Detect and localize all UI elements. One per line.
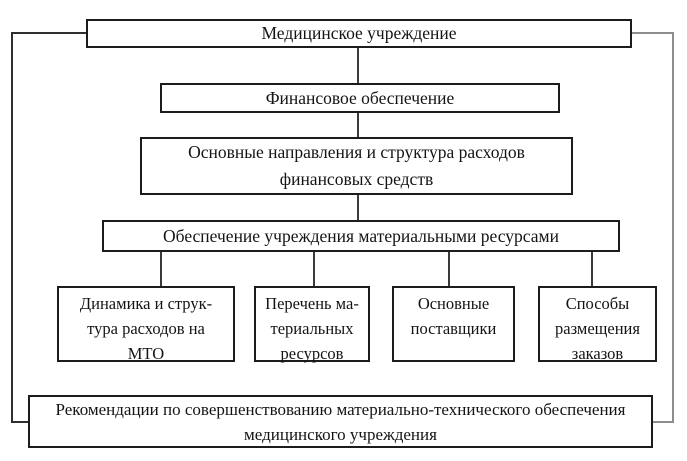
connector-left-vertical [11,32,13,423]
node-financial-provision: Финансовое обеспечение [160,83,560,113]
node-material-resources-provision: Обеспечение учреждения материальными рес… [102,220,620,252]
connector-finance-to-directions [357,113,359,137]
connector-right-bottom-horizontal [652,421,674,423]
node-material-resources-list-label: Перечень ма- териальных ресурсов [265,294,359,363]
node-mto-expense-dynamics: Динамика и струк- тура расходов на МТО [57,286,235,363]
connector-provision-to-orders [591,252,593,286]
connector-provision-to-suppliers [448,252,450,286]
connector-provision-to-dynamics [160,252,162,286]
node-material-resources-list: Перечень ма- териальных ресурсов [254,286,370,363]
connector-provision-to-list [313,252,315,286]
node-recommendations-label: Рекомендации по совершенствованию матери… [55,399,626,444]
node-main-suppliers-label: Основные поставщики [410,294,497,338]
connector-directions-to-provision [357,195,359,220]
node-order-placement-methods: Способы размещения заказов [538,286,657,363]
node-expense-directions-label: Основные направления и структура расходо… [188,142,525,189]
node-material-resources-provision-label: Обеспечение учреждения материальными рес… [163,225,559,246]
node-medical-institution-label: Медицинское учреждение [261,23,457,43]
node-medical-institution: Медицинское учреждение [86,19,632,48]
node-mto-expense-dynamics-label: Динамика и струк- тура расходов на МТО [79,294,213,363]
node-recommendations: Рекомендации по совершенствованию матери… [28,395,653,448]
connector-root-to-finance [357,48,359,83]
connector-left-bottom-horizontal [11,421,29,423]
connector-right-top-horizontal [631,32,674,34]
connector-left-top-horizontal [11,32,87,34]
node-expense-directions: Основные направления и структура расходо… [140,137,573,195]
node-main-suppliers: Основные поставщики [392,286,515,362]
node-financial-provision-label: Финансовое обеспечение [265,87,455,108]
connector-right-vertical [672,32,674,423]
node-order-placement-methods-label: Способы размещения заказов [555,294,640,363]
